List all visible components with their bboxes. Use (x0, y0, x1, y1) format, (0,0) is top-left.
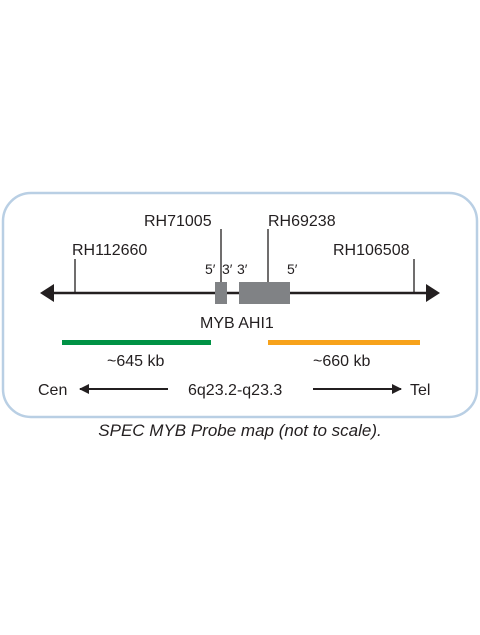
gene-names-label: MYB AHI1 (200, 315, 274, 332)
orange-probe-size-label: ~660 kb (313, 353, 370, 370)
figure-caption: SPEC MYB Probe map (not to scale). (98, 421, 382, 440)
centromere-label: Cen (38, 382, 67, 399)
telomere-label: Tel (410, 382, 430, 399)
ahi1-gene-box (239, 282, 290, 304)
rh112660-label: RH112660 (72, 242, 147, 259)
ahi1-5prime-label: 5′ (287, 261, 298, 277)
ahi1-3prime-label: 3′ (237, 261, 248, 277)
green-probe-bar (62, 340, 211, 345)
myb-3prime-label: 3′ (222, 261, 233, 277)
orange-probe-bar (268, 340, 420, 345)
rh106508-label: RH106508 (333, 242, 410, 259)
rh71005-label: RH71005 (144, 213, 212, 230)
right-arrowhead (426, 284, 440, 302)
rh69238-label: RH69238 (268, 213, 336, 230)
myb-gene-box (215, 282, 227, 304)
band-label: 6q23.2-q23.3 (188, 382, 282, 399)
green-probe-size-label: ~645 kb (107, 353, 164, 370)
myb-5prime-label: 5′ (205, 261, 216, 277)
left-arrowhead (40, 284, 54, 302)
diagram-frame (1, 191, 479, 419)
probe-map-diagram: RH71005 RH69238 RH112660 RH106508 5′ 3′ … (1, 191, 479, 419)
